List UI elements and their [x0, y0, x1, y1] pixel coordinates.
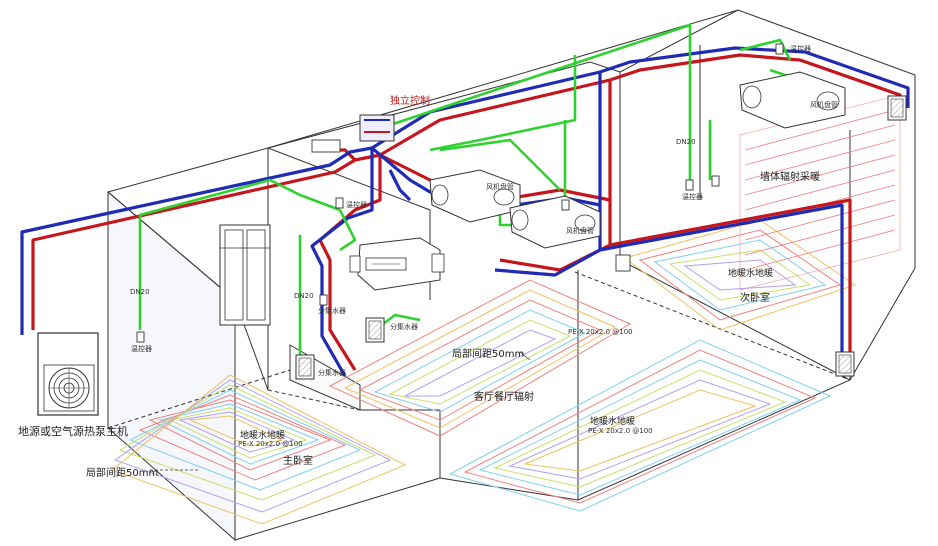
thermostat-label-4: 温控器 [790, 45, 811, 53]
fan-coil-unit-icon [349, 237, 445, 291]
fan-coil-label-3: 风机盘管 [810, 101, 838, 109]
floor-heating-right-label: 地暖水地暖 [728, 269, 774, 279]
master-bedroom-label: 主卧室 [283, 456, 313, 467]
ac-vent-box [311, 139, 631, 272]
floor-heating-left-label: 地暖水地暖 [240, 431, 286, 441]
spacing-center-label: 局部间距50mm [452, 349, 525, 360]
floor-heating-manifold-icon [365, 317, 385, 343]
thermostat-label-1: 温控器 [131, 345, 152, 353]
independent-control-label: 独立控制 [390, 96, 430, 107]
floor-heating-loop-left [110, 374, 407, 525]
manifold-label-3: 分集水器 [318, 369, 346, 377]
spacing-left-label: 局部间距50mm [86, 468, 159, 479]
window-icon [219, 224, 271, 326]
fan-coil-unit-icon [429, 169, 521, 223]
heat-pump-outdoor-unit-icon [37, 332, 99, 416]
pipe-spec-center-label: PE-X 20x2.0 @100 [588, 427, 653, 435]
fan-coil-unit-icon [509, 195, 601, 249]
fan-coil-label-2: 风机盘管 [566, 227, 594, 235]
fan-coil-label-1: 风机盘管 [486, 183, 514, 191]
living-dining-label: 客厅餐厅辐射 [474, 392, 534, 403]
thermostat-label-3: 温控器 [346, 201, 367, 209]
manifold-label-2: 分集水器 [390, 323, 418, 331]
drain-label-1: DN20 [130, 288, 150, 296]
drain-label-2: DN20 [676, 138, 696, 146]
pipe-spec-left-label: PE-X 20x2.0 @100 [238, 440, 303, 448]
floor-heating-manifold-icon [295, 354, 315, 380]
floor-heating-loop-right [623, 219, 857, 331]
floor-heating-manifold-icon [887, 95, 907, 121]
condensate-line-network [138, 23, 801, 355]
manifold-label-1: 分集水器 [318, 307, 346, 315]
wall-heating-label: 墙体辐射采暖 [760, 172, 820, 183]
second-bedroom-label: 次卧室 [740, 293, 770, 304]
floor-heating-loop-center [328, 279, 832, 512]
floor-heating-manifold-icon [359, 114, 395, 142]
drain-label-3: DN20 [294, 292, 314, 300]
thermostat-icon [136, 43, 784, 343]
pipe-spec-right-label: PE-X 20x2.0 @100 [568, 328, 633, 336]
floor-heating-manifold-icon [835, 351, 855, 377]
fan-coil-unit-icon [739, 71, 846, 129]
heat-pump-unit-label: 地源或空气源热泵主机 [18, 425, 128, 438]
floor-heating-center-label: 地暖水地暖 [590, 417, 636, 427]
thermostat-label-2: 温控器 [682, 193, 703, 201]
